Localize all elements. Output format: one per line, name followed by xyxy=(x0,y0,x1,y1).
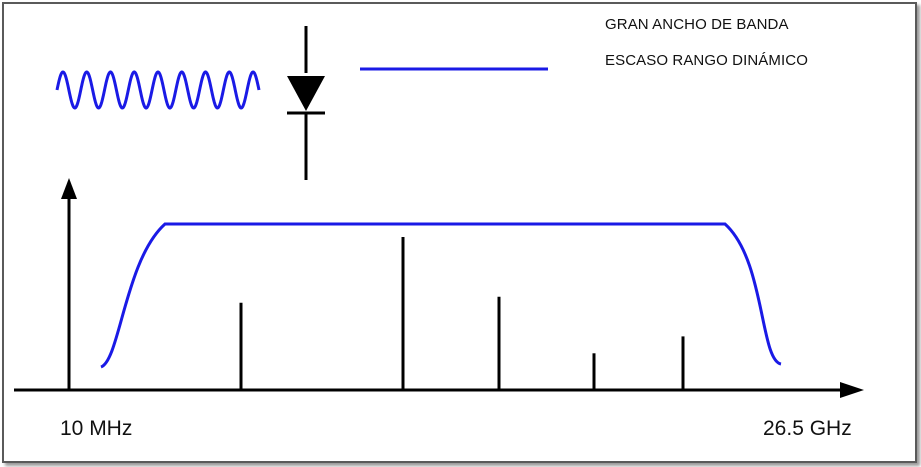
detector-frequency-response xyxy=(100,222,782,369)
input-sine-wave xyxy=(55,70,261,110)
horizontal-axis-arrowhead xyxy=(840,382,864,398)
diode-symbol xyxy=(287,26,325,180)
vertical-axis-arrowhead xyxy=(61,178,77,199)
horizontal-axis xyxy=(14,382,864,398)
spectral-lines xyxy=(239,237,685,390)
frequency-end-label: 26.5 GHz xyxy=(763,417,852,440)
wide-bandwidth-note: GRAN ANCHO DE BANDA xyxy=(605,16,789,33)
vertical-axis xyxy=(61,178,77,390)
low-dynamic-range-note: ESCASO RANGO DINÁMICO xyxy=(605,52,808,69)
diode-anode-triangle xyxy=(287,76,325,111)
frequency-start-label: 10 MHz xyxy=(60,417,133,440)
